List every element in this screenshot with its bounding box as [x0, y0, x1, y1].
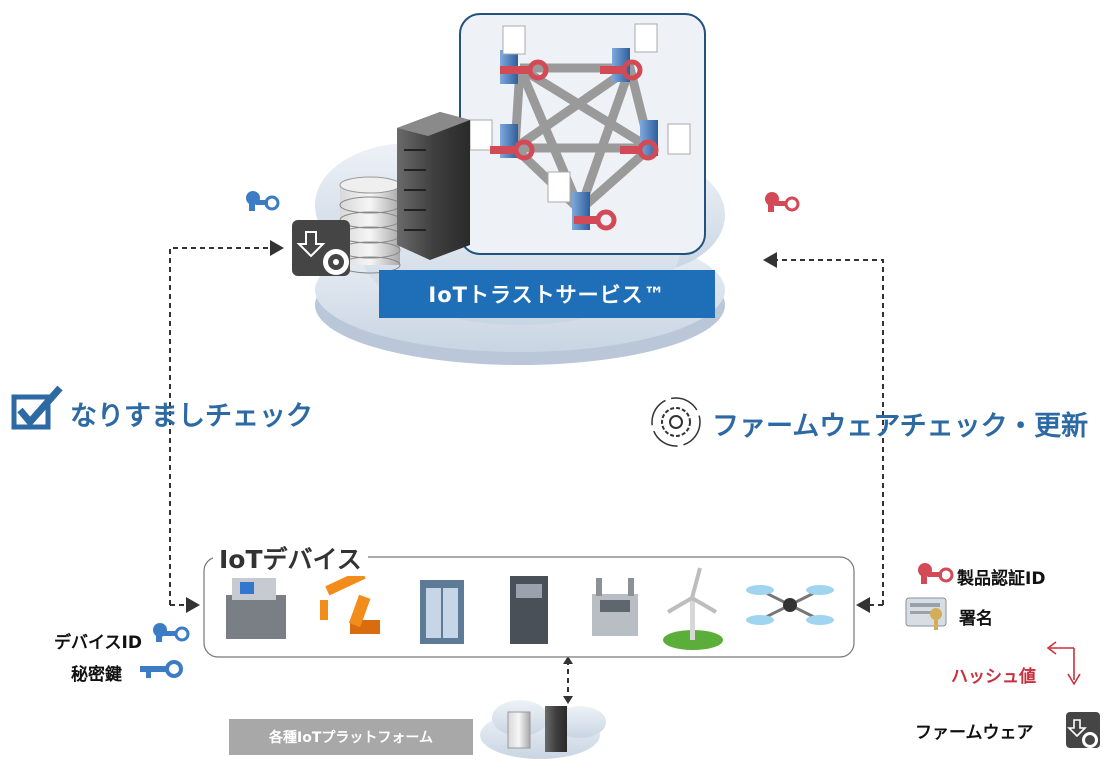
wind-turbine-device — [663, 567, 723, 650]
hash-value-label: ハッシュ値 — [951, 667, 1036, 687]
platform-cloud — [480, 700, 606, 759]
private-key-icon — [140, 660, 183, 678]
disk-stack — [339, 176, 401, 274]
gas-meter-device — [592, 578, 638, 636]
blue-key-icon — [246, 191, 280, 211]
trust-network-panel — [459, 13, 706, 255]
impersonation-check-label: なりすましチェック — [70, 401, 313, 432]
elevator-device — [420, 580, 464, 644]
server-rack — [397, 112, 470, 260]
firmware-label: ファームウェア — [915, 723, 1034, 743]
device-id-label: デバイスID — [54, 633, 142, 653]
private-key-label: 秘密鍵 — [71, 665, 122, 685]
checkbox-check-icon — [11, 385, 63, 430]
drone-device — [746, 585, 834, 625]
platforms-label: 各種IoTプラットフォーム — [229, 719, 473, 755]
firmware-icon — [1066, 712, 1100, 748]
product-auth-id-label: 製品認証ID — [957, 569, 1046, 589]
red-key-icon — [765, 192, 800, 212]
iot-devices-box — [203, 556, 855, 658]
firmware-check-label: ファームウェアチェック・更新 — [712, 411, 1089, 442]
dashed-arrows — [169, 240, 884, 700]
device-id-key-icon — [153, 623, 190, 642]
network-node — [500, 25, 549, 84]
network-node — [600, 23, 658, 82]
network-node — [469, 119, 535, 161]
network-node — [547, 171, 617, 231]
product-auth-key-icon — [918, 563, 954, 584]
smart-meter-device — [510, 576, 548, 644]
iot-devices-title: IoTデバイス — [213, 540, 368, 576]
signature-label: 署名 — [959, 609, 993, 629]
machine-device — [226, 578, 286, 639]
service-banner: IoTトラストサービス™ — [379, 270, 715, 318]
firmware-download-icon — [292, 220, 350, 276]
signature-card-icon — [905, 597, 947, 630]
hash-arrow-icon — [1046, 641, 1081, 686]
network-node — [620, 120, 691, 161]
gear-cycle-icon — [651, 397, 701, 447]
